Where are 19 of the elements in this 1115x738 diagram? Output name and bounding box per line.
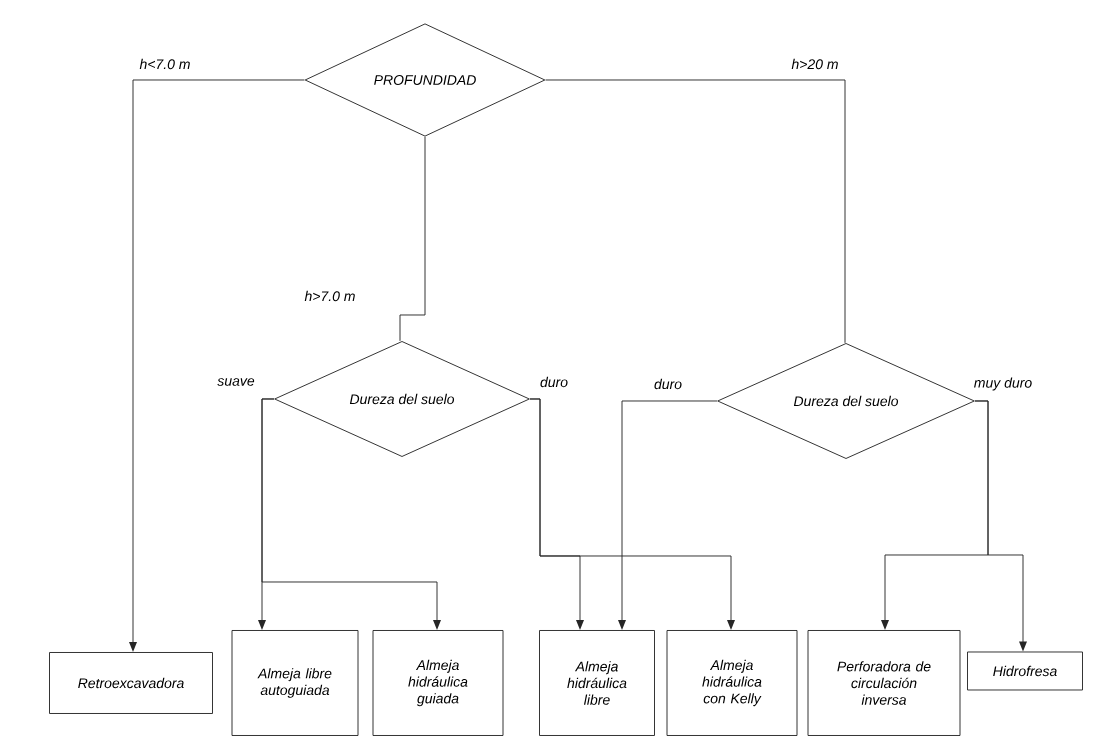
edge-label: muy duro xyxy=(972,376,1034,392)
process-box: Almeja hidráulica con Kelly xyxy=(666,630,798,736)
edge-label: h<7.0 m xyxy=(138,57,192,71)
edge-label: h>7.0 m xyxy=(303,289,357,303)
process-box: Almeja hidráulica libre xyxy=(539,630,655,736)
arrow xyxy=(129,79,305,653)
process-box: Retroexcavadora xyxy=(49,652,213,714)
process-box: Hidrofresa xyxy=(967,651,1083,691)
arrow xyxy=(529,398,735,631)
arrow xyxy=(974,400,1027,652)
process-box: Almeja libre autoguiada xyxy=(231,630,359,736)
edge-label: duro xyxy=(538,375,570,389)
arrow xyxy=(261,398,441,631)
arrow xyxy=(618,400,718,631)
process-box: Almeja hidráulica guiada xyxy=(372,630,504,736)
edge-label: h>20 m xyxy=(790,57,840,71)
edge-label: suave xyxy=(216,376,256,388)
edge-label: duro xyxy=(652,377,684,391)
process-box: Perforadora de circulación inversa xyxy=(807,630,961,736)
